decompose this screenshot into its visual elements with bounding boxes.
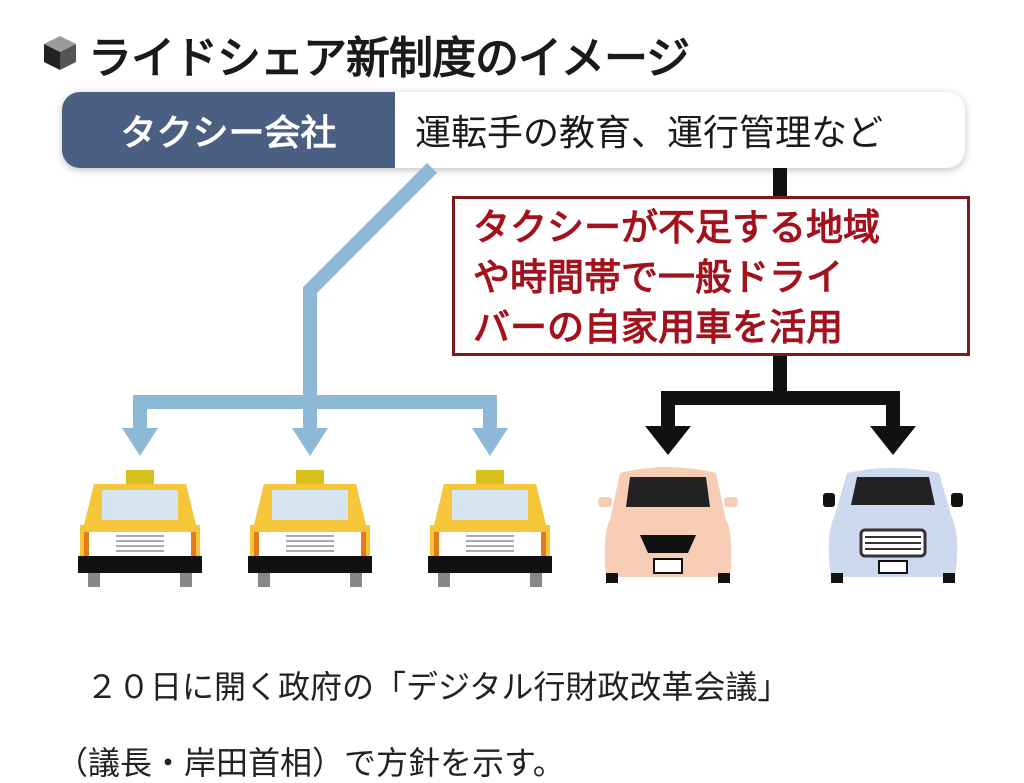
callout-line: タクシーが不足する地域 [473, 206, 880, 249]
private-car-flow-arrows [661, 168, 900, 428]
caption-line-1: ２０日に開く政府の「デジタル行財政改革会議」 [86, 668, 790, 706]
private-car-callout: タクシーが不足する地域 や時間帯で一般ドライ バーの自家用車を活用 [452, 196, 970, 356]
taxi-1 [77, 469, 203, 588]
caption-line-2: （議長・岸田首相）で方針を示す。 [56, 744, 565, 782]
private-car-blue [823, 468, 963, 583]
taxi-3 [427, 469, 553, 588]
callout-line: や時間帯で一般ドライ [473, 256, 843, 299]
taxi-company-bar: タクシー会社 運転手の教育、運行管理など [62, 92, 965, 168]
taxi-2 [247, 469, 373, 588]
cube-icon [44, 36, 76, 70]
taxi-flow-arrows [133, 163, 497, 430]
page-title: ライドシェア新制度のイメージ [88, 33, 690, 84]
taxi-company-label: タクシー会社 [62, 92, 395, 168]
callout-line: バーの自家用車を活用 [473, 306, 843, 349]
taxi-company-role: 運転手の教育、運行管理など [415, 113, 884, 154]
private-car-pink [598, 467, 738, 583]
